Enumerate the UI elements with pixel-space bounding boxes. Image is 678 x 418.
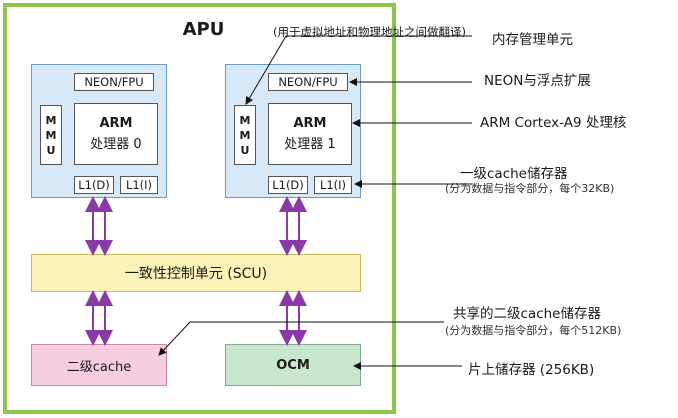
mmu-leader	[245, 35, 472, 105]
cpu1-mmu-letter: M	[239, 113, 251, 127]
cpu0-mmu-letter: M	[45, 113, 57, 127]
cpu1-core-label: 处理器 1	[284, 137, 336, 152]
cpu1-mmu-letter: M	[239, 128, 251, 142]
cpu1-l1d: L1(D)	[268, 176, 308, 194]
scu-block: 一致性控制单元 (SCU)	[31, 254, 361, 292]
l2-leader	[158, 321, 444, 356]
l2-label: 共享的二级cache储存器	[453, 306, 601, 322]
apu-title: APU	[182, 19, 225, 40]
cpu1-arm-label: ARM	[293, 116, 327, 131]
l1-label: 一级cache储存器	[460, 166, 568, 182]
cpu1-arm-core: ARM 处理器 1	[268, 103, 352, 165]
core-label: ARM Cortex-A9 处理核	[480, 115, 627, 131]
cpu0-block: NEON/FPU M M U ARM 处理器 0 L1(D) L1(I)	[31, 64, 167, 198]
cpu0-arm-label: ARM	[99, 116, 133, 131]
cpu1-neon-fpu: NEON/FPU	[268, 73, 348, 91]
cpu1-mmu: M M U	[234, 105, 256, 165]
cpu0-neon-fpu: NEON/FPU	[74, 73, 154, 91]
cpu1-block: NEON/FPU M M U ARM 处理器 1 L1(D) L1(I)	[225, 64, 361, 198]
cpu0-l1d: L1(D)	[74, 176, 114, 194]
cpu0-arm-core: ARM 处理器 0	[74, 103, 158, 165]
mmu-label: 内存管理单元	[492, 32, 573, 48]
l2-cache-block: 二级cache	[31, 344, 167, 386]
cpu0-mmu: M M U	[40, 105, 62, 165]
cpu0-mmu-letter: U	[46, 143, 56, 157]
ocm-label: 片上储存器 (256KB)	[468, 362, 595, 378]
l2-sublabel: (分为数据与指令部分，每个512KB)	[445, 324, 622, 337]
cpu0-core-label: 处理器 0	[90, 137, 142, 152]
cpu0-mmu-letter: M	[45, 128, 57, 142]
cpu1-l1i: L1(I)	[314, 176, 352, 194]
cpu0-l1i: L1(I)	[120, 176, 158, 194]
l1-sublabel: (分为数据与指令部分，每个32KB)	[445, 182, 615, 195]
neon-label: NEON与浮点扩展	[484, 73, 591, 89]
ocm-block: OCM	[225, 344, 361, 386]
cpu1-mmu-letter: U	[240, 143, 250, 157]
